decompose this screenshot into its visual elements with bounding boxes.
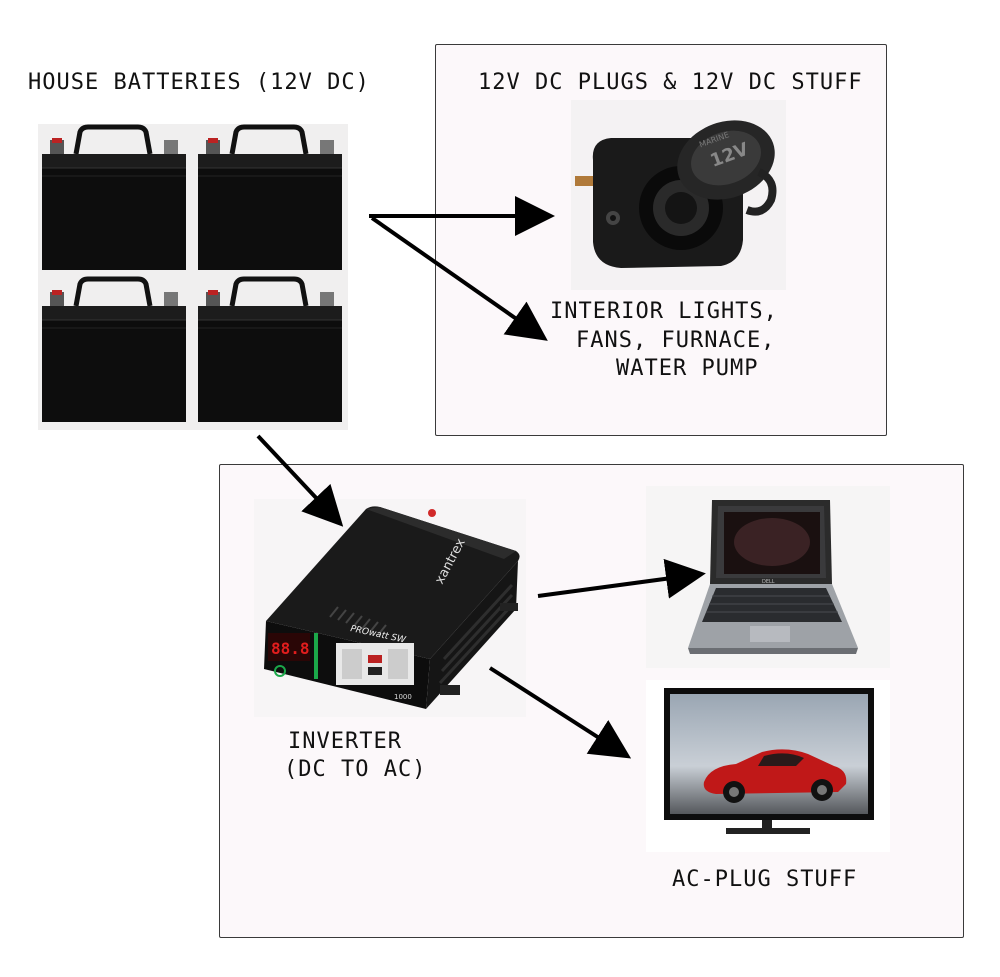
- house-batteries-image: [38, 124, 348, 430]
- ac-title: AC-PLUG STUFF: [672, 867, 858, 892]
- batteries-label: HOUSE BATTERIES (12V DC): [28, 70, 370, 95]
- laptop-image: DELL: [646, 486, 890, 668]
- dc-item-1: INTERIOR LIGHTS,: [550, 299, 778, 324]
- inverter-display-text: 88.8: [271, 639, 310, 658]
- dc-title: 12V DC PLUGS & 12V DC STUFF: [478, 70, 863, 95]
- dc-item-2: FANS, FURNACE,: [576, 328, 776, 353]
- inverter-label-1: INVERTER: [288, 729, 402, 754]
- inverter-rating-text: 1000: [394, 693, 412, 701]
- dc-socket-image: 12V MARINE: [571, 100, 786, 290]
- laptop-brand-text: DELL: [762, 579, 775, 585]
- inverter-label-2: (DC TO AC): [284, 757, 427, 782]
- tv-image: [646, 680, 890, 852]
- inverter-image: xantrex 88.8 PROwatt SW 1000: [254, 499, 526, 717]
- dc-item-3: WATER PUMP: [616, 356, 759, 381]
